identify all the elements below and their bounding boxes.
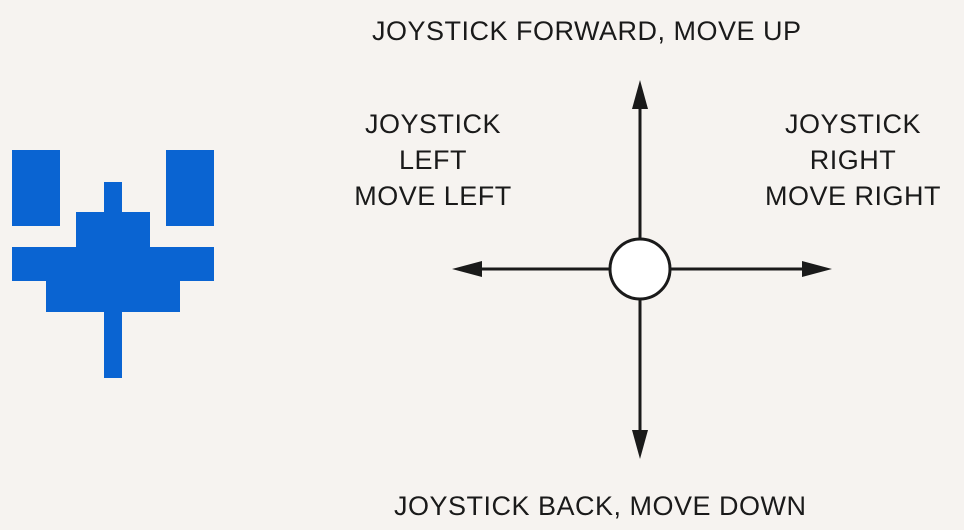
arrow-up-icon — [632, 80, 648, 109]
label-forward: JOYSTICK FORWARD, MOVE UP — [372, 13, 802, 49]
arrow-down-icon — [632, 430, 648, 459]
arrow-left-icon — [452, 261, 482, 277]
joystick-pivot-circle — [610, 239, 670, 299]
ship-upper-body — [76, 212, 150, 248]
ship-left-pod — [12, 150, 60, 226]
ship-lower-body — [46, 278, 180, 312]
ship-top-spike — [104, 182, 122, 217]
ship-right-pod — [166, 150, 214, 226]
label-back: JOYSTICK BACK, MOVE DOWN — [394, 488, 807, 524]
player-ship-icon — [12, 150, 214, 380]
ship-wing-bar — [12, 247, 214, 281]
ship-tail — [104, 308, 122, 378]
arrow-right-icon — [802, 261, 832, 277]
joystick-direction-diagram — [440, 75, 840, 465]
